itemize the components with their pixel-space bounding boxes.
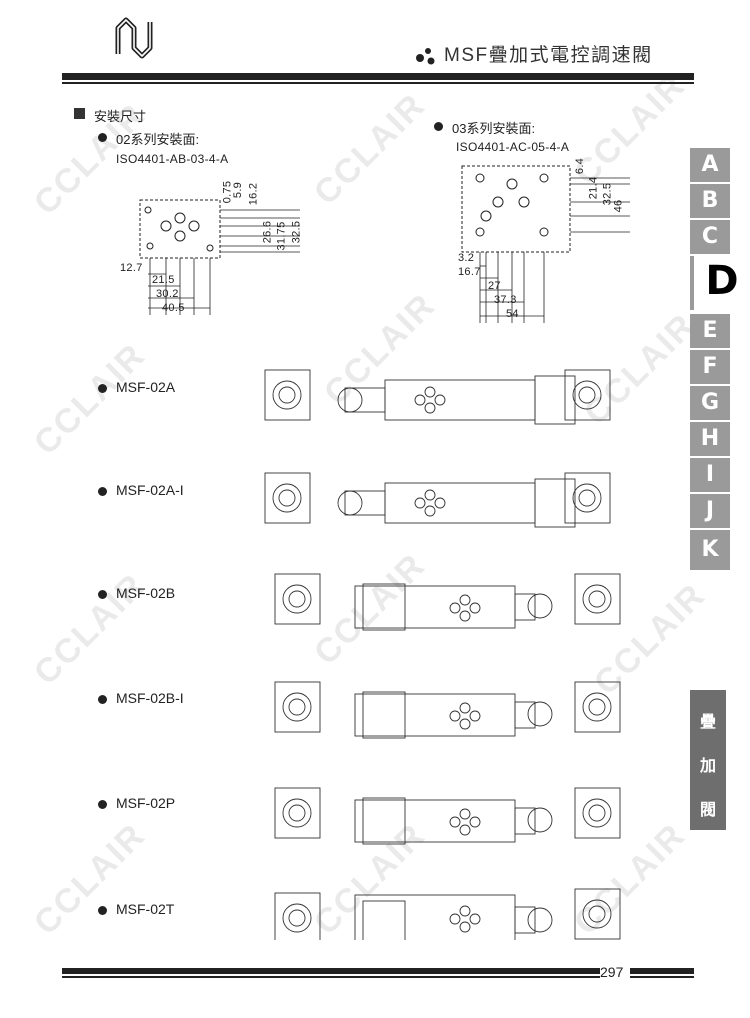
tab-i[interactable]: I <box>690 458 730 492</box>
dim-label: 21.4 <box>587 176 600 200</box>
side-char: 加 <box>699 758 716 775</box>
bullet-dot <box>98 800 107 809</box>
mount03-iso: ISO4401-AC-05-4-A <box>456 140 570 154</box>
dim-label: 12.7 <box>120 262 143 274</box>
mount03-title: 03系列安裝面: <box>452 121 536 136</box>
bullet-dot <box>98 487 107 496</box>
dim-label: 16.2 <box>247 182 260 206</box>
tab-f[interactable]: F <box>690 350 730 384</box>
model-label: MSF-02B <box>116 585 176 601</box>
tab-b[interactable]: B <box>690 184 730 218</box>
dim-label: 37.3 <box>494 294 517 306</box>
bullet-dot <box>98 384 107 393</box>
title-dots-icon <box>416 48 435 65</box>
tab-j[interactable]: J <box>690 494 730 528</box>
bullet-dot <box>98 906 107 915</box>
side-char: 閥 <box>699 802 716 819</box>
footer-rule-thin <box>62 976 600 978</box>
dim-label: 32.5 <box>290 220 303 244</box>
tab-g[interactable]: G <box>690 386 730 420</box>
bullet-dot <box>434 122 443 131</box>
side-char: 疊 <box>699 714 716 731</box>
model-drawings <box>264 369 621 940</box>
page-title: MSF疊加式電控調速閥 <box>444 45 653 66</box>
mount02-iso: ISO4401-AB-03-4-A <box>116 152 229 166</box>
section-bullet <box>74 108 85 119</box>
model-label: MSF-02A-I <box>116 482 184 498</box>
header-rule <box>62 73 694 80</box>
dim-label: 30.2 <box>156 288 179 300</box>
model-label: MSF-02P <box>116 795 176 811</box>
page-number: 297 <box>600 964 624 980</box>
bullet-dot <box>98 133 107 142</box>
tab-e[interactable]: E <box>690 314 730 348</box>
tab-h[interactable]: H <box>690 422 730 456</box>
mount02-drawing <box>139 199 300 315</box>
footer-rule-thin <box>630 976 694 978</box>
watermark: CCLAIR <box>306 86 433 213</box>
tab-a[interactable]: A <box>690 148 730 182</box>
section-title: 安裝尺寸 <box>94 109 147 124</box>
dim-label: 16.7 <box>458 266 481 278</box>
dim-label: 54 <box>506 308 519 320</box>
mount02-title: 02系列安裝面: <box>116 132 200 147</box>
tab-d[interactable]: D <box>690 256 750 310</box>
mount03-drawing <box>461 165 630 323</box>
model-label: MSF-02T <box>116 901 175 917</box>
dim-label: 31.75 <box>275 221 288 251</box>
brand-logo-icon <box>115 17 153 59</box>
watermark: CCLAIR <box>26 816 153 943</box>
watermark: CCLAIR <box>26 336 153 463</box>
category-side-label: 疊 加 閥 <box>690 690 726 830</box>
dim-label: 40.5 <box>162 302 185 314</box>
dim-label: 27 <box>488 280 501 292</box>
footer-rule <box>62 968 600 974</box>
dim-label: 5.9 <box>232 181 245 199</box>
dim-label: 26.6 <box>261 220 274 244</box>
footer-rule <box>630 968 694 974</box>
dim-label: 46 <box>612 199 625 213</box>
tab-k[interactable]: K <box>690 530 730 570</box>
model-label: MSF-02A <box>116 379 176 395</box>
tab-c[interactable]: C <box>690 220 730 254</box>
bullet-dot <box>98 695 107 704</box>
model-label: MSF-02B-I <box>116 690 184 706</box>
bullet-dot <box>98 590 107 599</box>
dim-label: 3.2 <box>458 252 475 264</box>
dim-label: 6.4 <box>574 157 587 175</box>
header-rule-thin <box>62 82 694 84</box>
dim-label: 21.5 <box>152 274 175 286</box>
